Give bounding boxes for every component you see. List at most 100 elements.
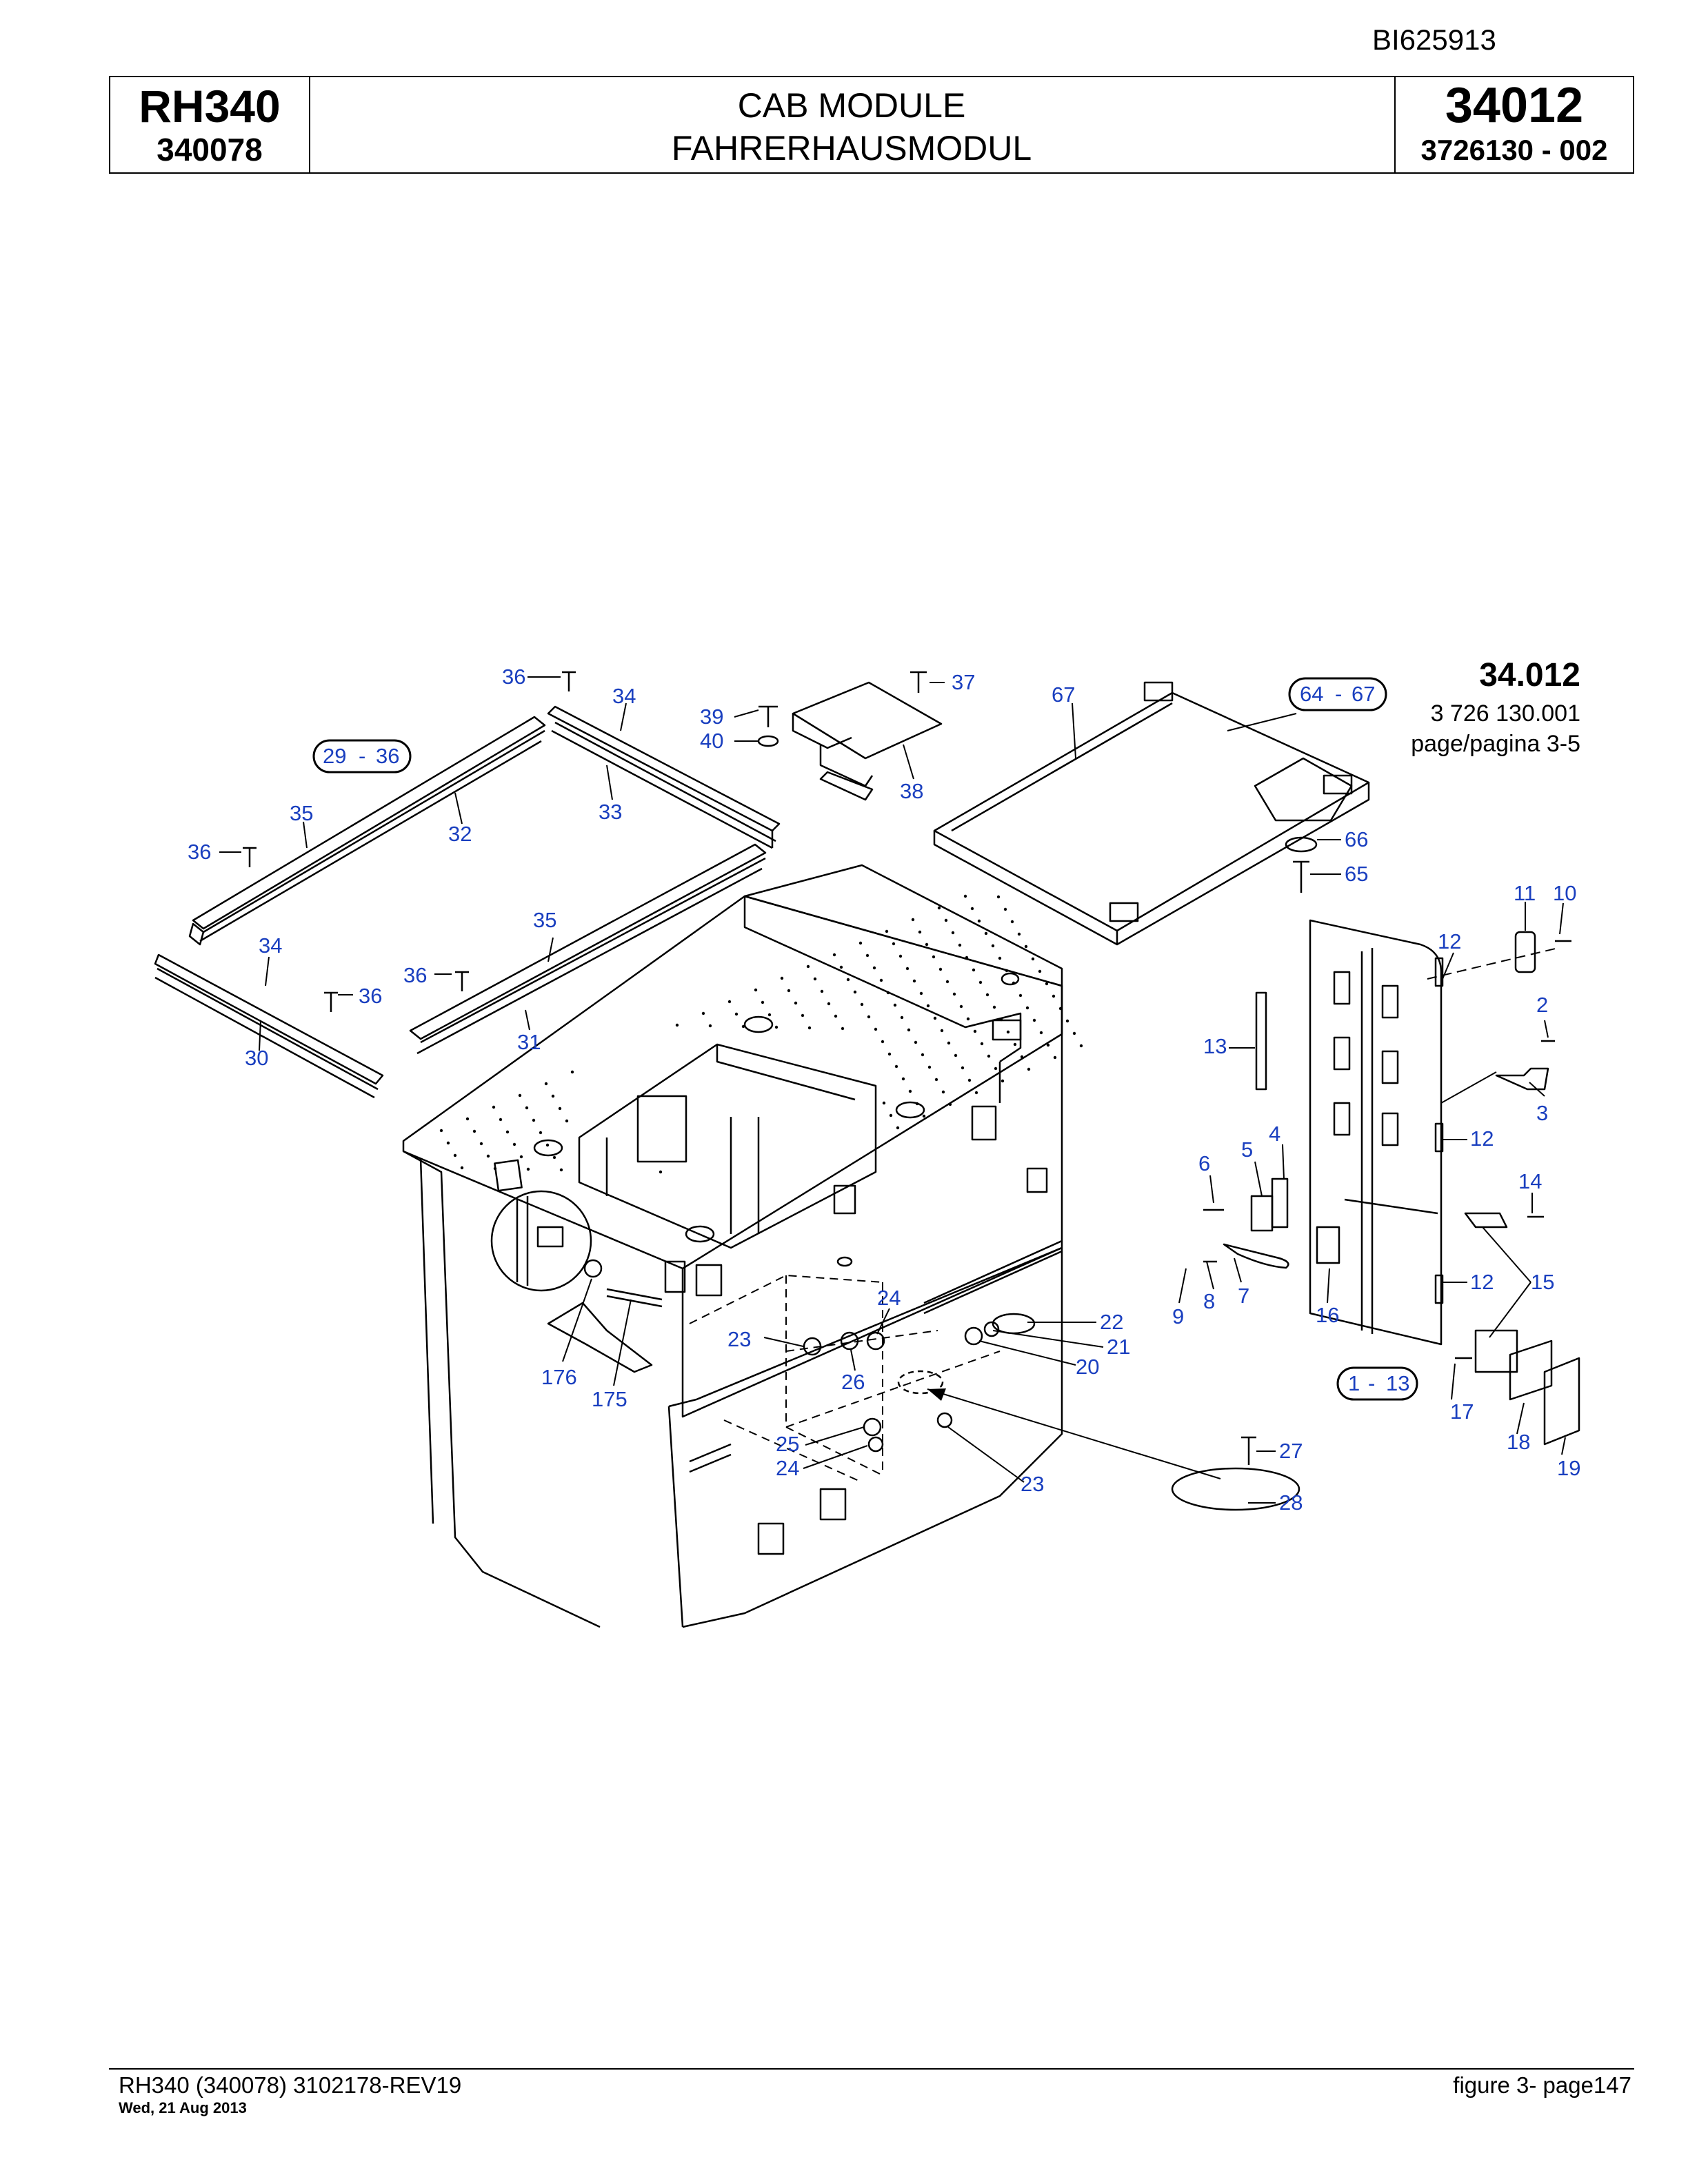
- perforation-dot: [794, 1001, 798, 1005]
- callout-22: 22: [1100, 1310, 1123, 1334]
- perforation-dot: [839, 965, 843, 969]
- perforation-dot: [879, 978, 883, 982]
- callout-5: 5: [1241, 1138, 1253, 1162]
- deck-perforation-pattern: [439, 894, 1083, 1174]
- perforation-dot: [734, 1012, 738, 1016]
- callout-36: 36: [359, 984, 382, 1008]
- perforation-dot: [996, 895, 1001, 899]
- perforation-dot: [860, 1002, 864, 1007]
- perforation-dot: [927, 1065, 932, 1069]
- perforation-dot: [727, 1000, 732, 1004]
- perforation-dot: [1046, 1043, 1050, 1047]
- perforation-dot: [1031, 957, 1035, 961]
- perforation-dot: [938, 967, 943, 971]
- perforation-dot: [918, 930, 922, 934]
- perforation-dot: [486, 1154, 490, 1158]
- perforation-dot: [963, 894, 967, 898]
- perforation-dot: [780, 976, 784, 980]
- perforation-dot: [994, 1066, 998, 1071]
- perforation-dot: [933, 1016, 937, 1020]
- perforation-dot: [807, 1026, 812, 1030]
- perforation-dot: [1003, 907, 1007, 911]
- callout-37: 37: [952, 670, 975, 694]
- perforation-dot: [874, 1027, 878, 1031]
- callout-34: 34: [612, 684, 636, 708]
- perforation-dot: [872, 966, 876, 970]
- perforation-dot: [911, 918, 915, 922]
- perforation-dot: [978, 980, 983, 984]
- perforation-dot: [1032, 1018, 1036, 1022]
- callout-labels: 36 34 39 40 37 67 33 38 35 32 36 66 65 3…: [188, 665, 1580, 1515]
- range-to: 67: [1352, 682, 1375, 706]
- perforation-dot: [972, 968, 976, 972]
- perforation-dot: [985, 993, 989, 997]
- part-number: 3726130 - 002: [1420, 134, 1608, 166]
- range-1-13: 1 - 13: [1336, 1366, 1418, 1401]
- callout-14: 14: [1518, 1169, 1542, 1193]
- perforation-dot: [1027, 1067, 1031, 1071]
- perforation-dot: [961, 1066, 965, 1070]
- perforation-dot: [919, 991, 923, 995]
- callout-12: 12: [1438, 929, 1461, 953]
- range-to: 36: [376, 744, 399, 768]
- perforation-dot: [915, 1102, 919, 1106]
- perforation-dot: [853, 990, 857, 994]
- callout-13: 13: [1203, 1034, 1227, 1058]
- perforation-dot: [1072, 1031, 1076, 1035]
- svg-text:-: -: [1368, 1371, 1375, 1395]
- figure-number: 34.012: [1479, 657, 1580, 694]
- title-english: CAB MODULE: [737, 86, 966, 125]
- callout-2: 2: [1536, 993, 1548, 1017]
- perforation-dot: [512, 1142, 516, 1146]
- perforation-dot: [439, 1129, 443, 1133]
- perforation-dot: [894, 1064, 898, 1069]
- perforation-dot: [519, 1155, 523, 1159]
- callout-26: 26: [841, 1370, 865, 1394]
- callout-16: 16: [1316, 1303, 1339, 1327]
- callout-36: 36: [502, 665, 525, 689]
- perforation-dot: [774, 1025, 778, 1029]
- perforation-dot: [565, 1119, 569, 1123]
- perforation-dot: [813, 977, 817, 981]
- callout-36: 36: [403, 963, 427, 987]
- top-frame-rails-drawing: [154, 671, 781, 1099]
- callout-30: 30: [245, 1046, 268, 1070]
- perforation-dot: [834, 1014, 838, 1018]
- perforation-dot: [970, 907, 974, 911]
- range-from: 29: [323, 744, 346, 768]
- perforation-dot: [901, 1077, 905, 1081]
- perforation-dot: [1079, 1044, 1083, 1048]
- perforation-dot: [832, 953, 836, 957]
- perforation-dot: [492, 1105, 496, 1109]
- perforation-dot: [951, 931, 955, 935]
- perforation-dot: [675, 1023, 679, 1027]
- callout-10: 10: [1553, 881, 1576, 905]
- perforation-dot: [801, 1013, 805, 1018]
- perforation-dot: [570, 1070, 574, 1074]
- model-name: RH340: [139, 81, 281, 132]
- range-from: 64: [1300, 682, 1323, 706]
- title-german: FAHRERHAUSMODUL: [671, 129, 1032, 168]
- perforation-dot: [499, 1118, 503, 1122]
- perforation-dot: [1052, 994, 1056, 998]
- perforation-dot: [1058, 1007, 1063, 1011]
- perforation-dot: [1017, 932, 1021, 936]
- perforation-dot: [886, 991, 890, 995]
- perforation-dot: [1012, 981, 1016, 985]
- callout-175: 175: [592, 1387, 627, 1411]
- perforation-dot: [892, 942, 896, 946]
- perforation-dot: [959, 1004, 963, 1009]
- callout-12: 12: [1470, 1270, 1494, 1294]
- callout-20: 20: [1076, 1355, 1099, 1379]
- perforation-dot: [1025, 1006, 1029, 1010]
- perforation-dot: [925, 942, 929, 947]
- callout-19: 19: [1557, 1456, 1580, 1480]
- perforation-dot: [1006, 1030, 1010, 1034]
- callout-4: 4: [1269, 1122, 1280, 1146]
- callout-35: 35: [290, 801, 313, 825]
- footer-rule: [109, 2068, 1634, 2070]
- callout-6: 6: [1198, 1151, 1210, 1175]
- callout-31: 31: [517, 1030, 541, 1054]
- callout-65: 65: [1345, 862, 1368, 886]
